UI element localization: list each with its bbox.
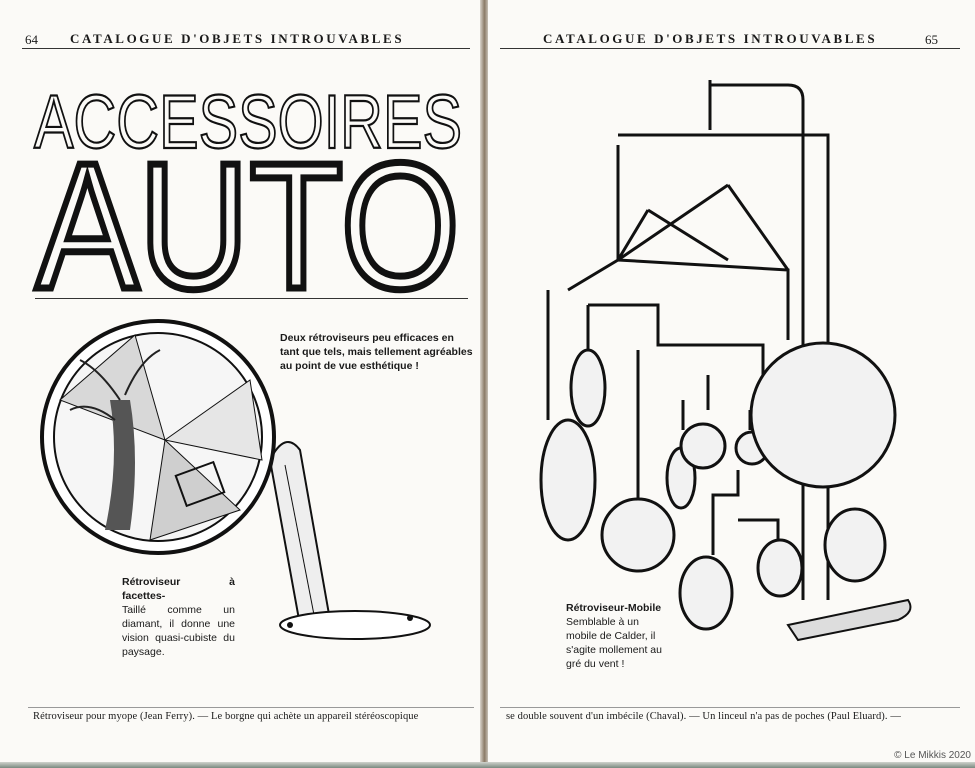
caption-title: Rétroviseur à facettes-: [122, 576, 235, 602]
mobile-mirror-caption: Rétroviseur-Mobile Semblable à un mobile…: [566, 601, 662, 671]
page-title: ACCESSOIRES AUTO: [33, 79, 464, 300]
title-auto: AUTO: [36, 126, 460, 300]
faceted-mirror-illustration: [40, 319, 431, 640]
page-number: 65: [925, 32, 938, 47]
book-gutter: [480, 0, 489, 768]
scan-edge: [0, 762, 975, 768]
caption-title: Rétroviseur-Mobile: [566, 602, 662, 614]
footer-quote: se double souvent d'un imbécile (Chaval)…: [506, 711, 901, 722]
header-rule: [500, 48, 960, 49]
footer-rule: [28, 707, 474, 708]
running-head: CATALOGUE D'OBJETS INTROUVABLES: [70, 31, 405, 46]
footer-rule: [500, 707, 960, 708]
intro-blurb: Deux rétroviseurs peu efficaces en tant …: [280, 332, 473, 372]
copyright-watermark: © Le Mikkis 2020: [894, 750, 971, 761]
left-page: 64 CATALOGUE D'OBJETS INTROUVABLES ACCES…: [0, 0, 482, 768]
footer-quote: Rétroviseur pour myope (Jean Ferry). — L…: [33, 711, 419, 722]
mobile-mirror-illustration: [539, 80, 912, 642]
right-page: CATALOGUE D'OBJETS INTROUVABLES 65: [488, 0, 975, 768]
header-rule: [22, 48, 470, 49]
caption-body: Taillé comme un diamant, il donne une vi…: [122, 604, 235, 658]
title-rule: [35, 298, 468, 299]
caption-body: Semblable à un mobile de Calder, il s'ag…: [566, 616, 662, 670]
faceted-mirror-caption: Rétroviseur à facettes- Taillé comme un …: [122, 575, 235, 659]
page-number: 64: [25, 32, 38, 47]
title-accessoires: ACCESSOIRES: [34, 80, 462, 165]
running-head: CATALOGUE D'OBJETS INTROUVABLES: [543, 31, 878, 46]
